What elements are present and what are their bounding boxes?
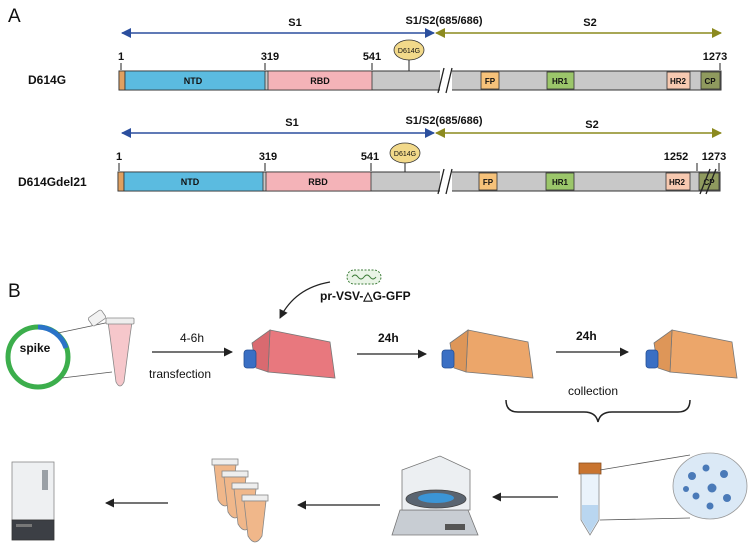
ntd-label: NTD — [181, 177, 200, 187]
freezer-icon — [11, 461, 55, 541]
position-label: 541 — [363, 51, 381, 63]
step1-time: 4-6h — [180, 331, 204, 345]
signal-peptide — [118, 70, 126, 91]
s2-label: S2 — [585, 119, 598, 131]
truncation-mark — [699, 168, 711, 195]
break-mark — [437, 168, 445, 195]
cp-label: CP — [703, 178, 715, 187]
mutation-badge — [393, 39, 425, 61]
construct-d614gdel21: S1 S1/S2(685/686) S2 1 319 541 1252 1273… — [18, 115, 726, 195]
position-label: 1273 — [702, 151, 726, 163]
rbd-label: RBD — [310, 76, 330, 86]
truncation-mark — [705, 168, 717, 195]
fp-domain — [478, 172, 498, 191]
construct-d614g: S1 S1/S2(685/686) S2 1 319 541 1273 D614… — [28, 15, 727, 94]
centrifuge-icon — [391, 455, 479, 536]
ntd-domain — [124, 70, 266, 91]
infection-arrow — [279, 281, 331, 319]
flask-icon — [243, 329, 336, 379]
tube-icon — [87, 309, 135, 387]
aliquot-tubes-icon — [211, 458, 269, 543]
break-mark — [445, 67, 453, 94]
construct-name: D614Gdel21 — [18, 175, 87, 189]
hr1-label: HR1 — [552, 178, 569, 187]
particles-icon — [672, 452, 748, 520]
virus-label: pr-VSV-△G-GFP — [320, 289, 411, 303]
hr2-domain — [666, 71, 691, 90]
hr2-label: HR2 — [669, 178, 686, 187]
hr2-label: HR2 — [670, 77, 687, 86]
virus-icon — [346, 269, 382, 285]
ntd-label: NTD — [184, 76, 203, 86]
cp-domain — [700, 71, 721, 90]
panel-b-label: B — [8, 281, 21, 302]
break-mark — [437, 67, 445, 94]
position-label: 1 — [118, 51, 124, 63]
zoom-line — [61, 371, 113, 379]
zoom-line — [57, 321, 111, 334]
panel-a-label: A — [8, 6, 21, 27]
falcon-tube-icon — [578, 462, 602, 536]
cleavage-site-label: S1/S2(685/686) — [405, 15, 482, 27]
flask-icon — [441, 329, 534, 379]
s1-label: S1 — [288, 17, 301, 29]
cleavage-site-label: S1/S2(685/686) — [405, 115, 482, 127]
position-label: 1 — [116, 151, 122, 163]
mutation-label: D614G — [394, 151, 416, 158]
cp-label: CP — [704, 77, 716, 86]
position-label: 319 — [259, 151, 277, 163]
fp-label: FP — [485, 77, 496, 86]
plasmid-label: spike — [20, 341, 51, 355]
break-gap — [440, 69, 452, 92]
hr1-domain — [546, 71, 575, 90]
break-mark — [445, 168, 453, 195]
collection-brace — [505, 399, 691, 423]
flask-icon — [645, 329, 738, 379]
zoom-line — [599, 454, 691, 471]
step1-action: transfection — [149, 367, 211, 381]
position-label: 1252 — [664, 151, 688, 163]
step3-time: 24h — [576, 329, 597, 343]
hr2-domain — [665, 172, 691, 191]
position-label: 541 — [361, 151, 379, 163]
mutation-label: D614G — [398, 48, 420, 55]
rbd-label: RBD — [308, 177, 328, 187]
plasmid-icon: spike — [5, 324, 71, 390]
rbd-domain — [265, 171, 372, 192]
s1-label: S1 — [285, 117, 298, 129]
s2-label: S2 — [583, 17, 596, 29]
collection-label: collection — [568, 384, 618, 398]
signal-peptide — [117, 171, 125, 192]
hr1-label: HR1 — [552, 77, 569, 86]
zoom-line — [599, 517, 691, 521]
mutation-badge — [389, 142, 421, 164]
ntd-domain — [123, 171, 264, 192]
rbd-domain — [267, 70, 373, 91]
fp-label: FP — [483, 178, 494, 187]
step2-time: 24h — [378, 331, 399, 345]
fp-domain — [480, 71, 500, 90]
construct-name: D614G — [28, 73, 66, 87]
position-label: 1273 — [703, 51, 727, 63]
hr1-domain — [545, 172, 575, 191]
position-label: 319 — [261, 51, 279, 63]
break-gap — [440, 170, 452, 193]
